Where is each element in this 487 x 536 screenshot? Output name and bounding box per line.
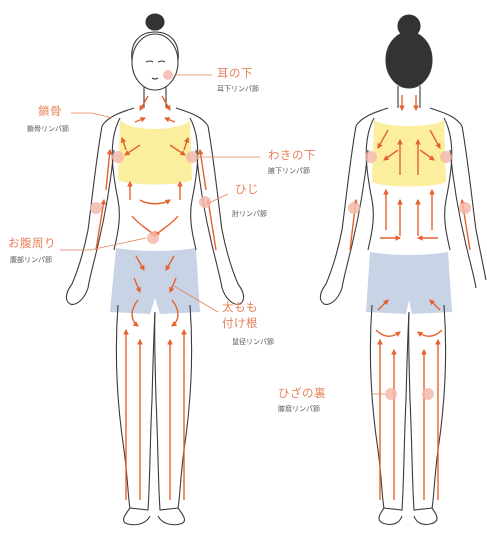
node-elbow-back-right [459, 202, 471, 214]
label-clavicle: 鎖骨 [38, 106, 62, 118]
node-armpit-back-left [365, 151, 377, 163]
node-elbow-front-right [199, 196, 211, 208]
label-ear-sub: 耳下リンパ節 [217, 86, 259, 93]
label-thigh-sub: 鼠径リンパ節 [232, 339, 274, 346]
node-belly [147, 232, 159, 244]
back-top [372, 120, 446, 187]
label-elbow: ひじ [235, 184, 259, 196]
node-knee-back-right [422, 388, 434, 400]
node-elbow-front-left [90, 202, 102, 214]
node-knee-back-left [385, 388, 397, 400]
front-shorts [110, 248, 200, 314]
node-elbow-back-left [348, 202, 360, 214]
label-armpit-sub: 腋下リンパ節 [268, 168, 310, 175]
back-shorts [366, 252, 452, 314]
node-armpit-front-right [186, 151, 198, 163]
node-armpit-front-left [112, 151, 124, 163]
label-knee: ひざの裏 [278, 388, 326, 400]
label-thigh-line1: 太もも [222, 302, 258, 314]
label-elbow-sub: 肘リンパ節 [232, 211, 267, 218]
label-thigh-line2: 付け根 [222, 318, 258, 330]
label-belly: お腹周り [8, 238, 56, 250]
lymph-nodes [90, 70, 471, 400]
label-ear: 耳の下 [217, 68, 253, 80]
label-clavicle-sub: 鎖骨リンパ節 [27, 126, 69, 133]
label-belly-sub: 腹部リンパ節 [10, 257, 52, 264]
node-armpit-back-right [440, 151, 452, 163]
label-armpit: わきの下 [268, 150, 316, 162]
node-ear-front [163, 70, 173, 80]
label-knee-sub: 膝窩リンパ節 [278, 406, 320, 413]
